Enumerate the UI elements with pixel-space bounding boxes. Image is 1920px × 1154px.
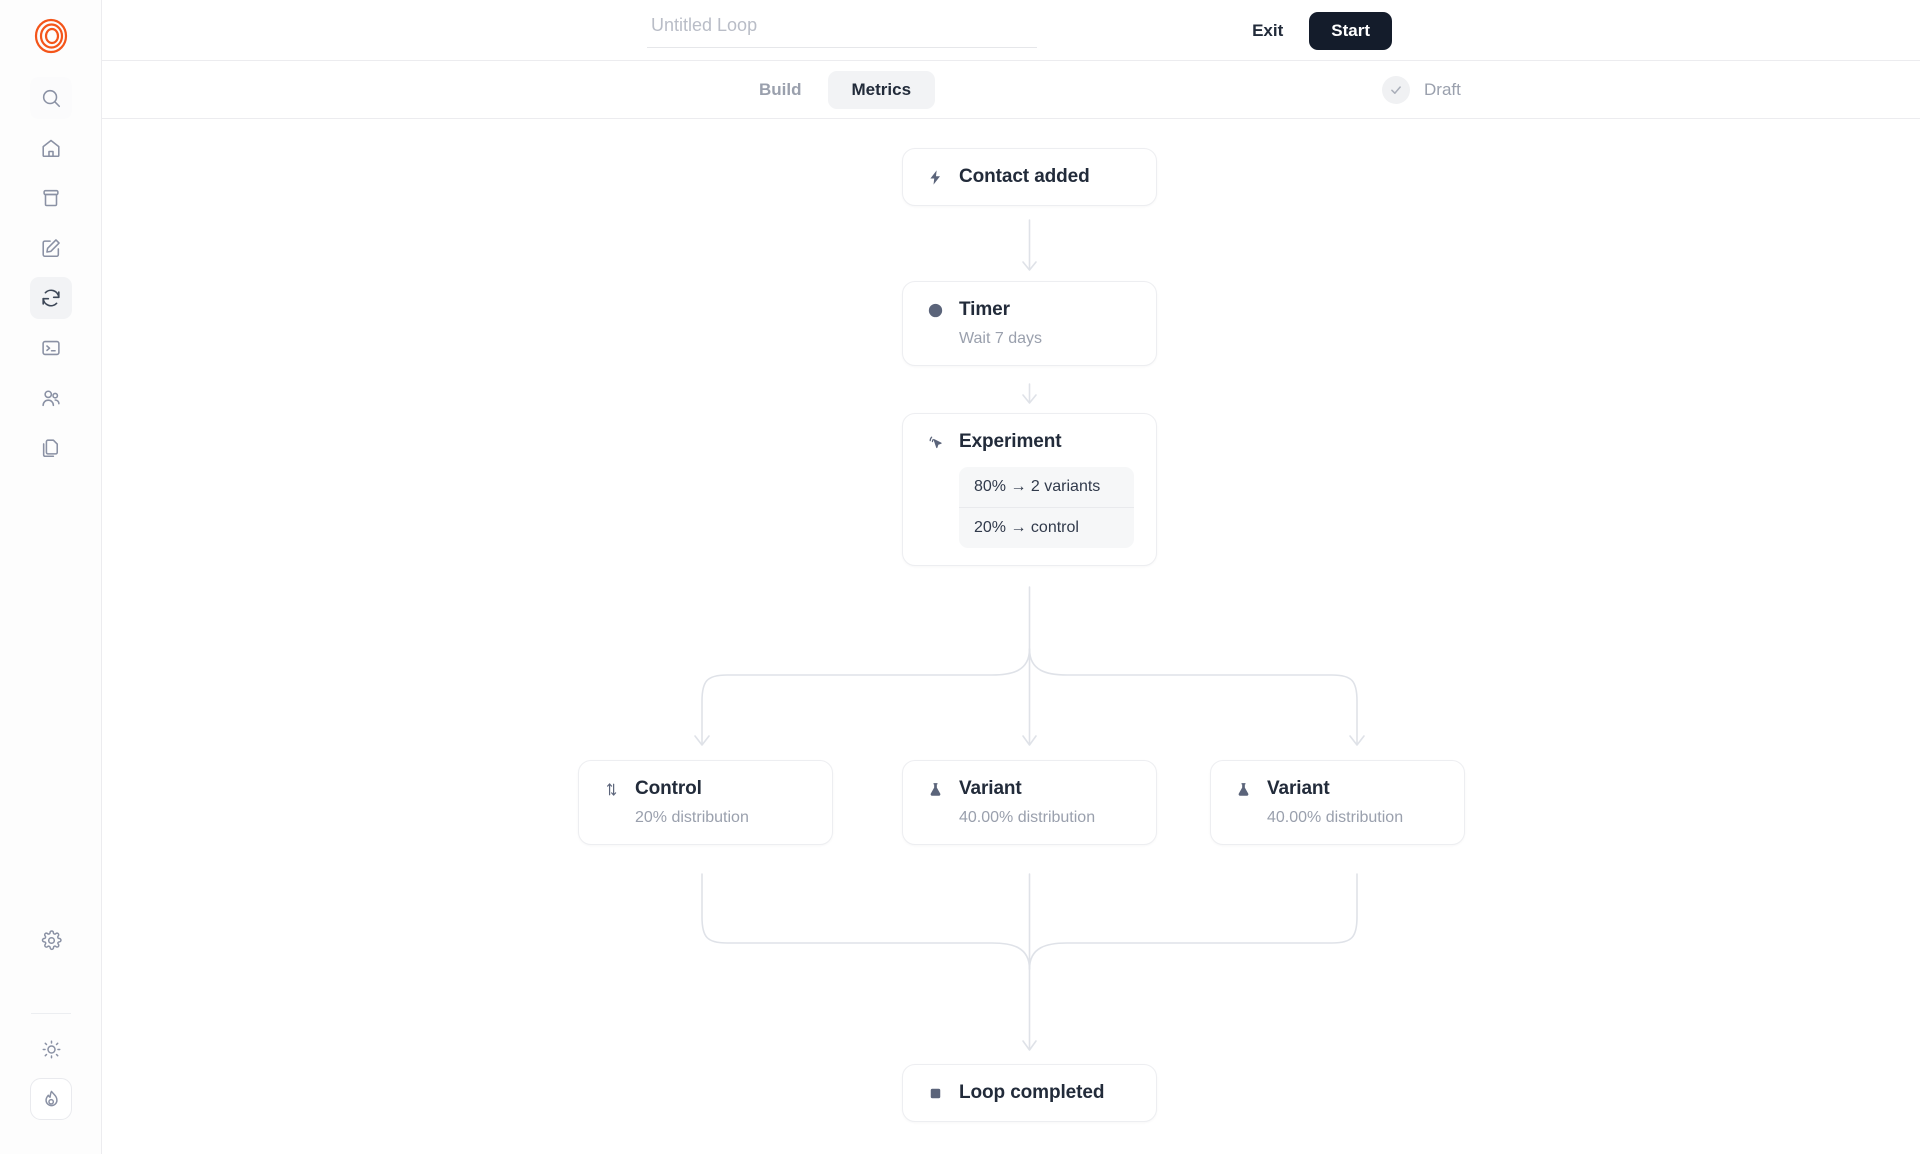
app-logo[interactable] — [28, 13, 74, 59]
flow-node-timer[interactable]: Timer Wait 7 days — [902, 281, 1157, 366]
tab-group: Build Metrics — [735, 70, 936, 109]
copy-files-icon — [42, 439, 58, 458]
tab-bar: Build Metrics Draft — [102, 61, 1920, 119]
flow-node-variant-a[interactable]: Variant 40.00% distribution — [902, 760, 1157, 845]
flow-edges — [694, 219, 1365, 1051]
node-title: Timer — [959, 299, 1010, 320]
terminal-icon — [41, 340, 60, 356]
sidebar-item-activity[interactable] — [30, 1078, 72, 1120]
node-title: Contact added — [959, 166, 1090, 187]
primary-sidebar — [0, 0, 102, 1154]
flow-node-control[interactable]: Control 20% distribution — [578, 760, 833, 845]
refresh-loop-icon — [41, 289, 60, 307]
node-title: Control — [635, 778, 702, 799]
sidebar-item-home[interactable] — [30, 127, 72, 169]
sidebar-item-theme[interactable] — [30, 1028, 72, 1070]
sidebar-nav-top — [29, 77, 72, 477]
loop-title-input[interactable] — [647, 10, 1037, 48]
status-label: Draft — [1424, 79, 1461, 99]
experiment-split-row: 20% → control — [959, 507, 1134, 548]
topbar-actions: Exit Start — [1244, 0, 1392, 61]
flow-node-variant-b[interactable]: Variant 40.00% distribution — [1210, 760, 1465, 845]
edit-square-icon — [41, 239, 60, 258]
arrows-up-down-icon — [601, 779, 621, 799]
node-header: Variant — [1233, 778, 1442, 800]
experiment-split-row: 80% → 2 variants — [974, 478, 1101, 495]
check-icon — [1382, 75, 1410, 104]
sun-icon — [42, 1040, 60, 1058]
archive-icon — [42, 189, 59, 207]
experiment-split-box: 80% → 2 variants 20% → control — [959, 467, 1134, 548]
sidebar-item-compose[interactable] — [30, 227, 72, 269]
flask-icon — [1233, 779, 1253, 799]
node-title: Variant — [959, 778, 1022, 799]
node-header: Experiment — [925, 431, 1134, 453]
node-subtitle: 40.00% distribution — [1267, 809, 1404, 826]
node-title: Experiment — [959, 431, 1062, 452]
node-header: Loop completed — [925, 1082, 1134, 1104]
home-icon — [41, 139, 60, 158]
flame-icon — [44, 1090, 58, 1106]
sidebar-item-terminal[interactable] — [30, 327, 72, 369]
gear-icon — [41, 929, 62, 950]
flow-canvas[interactable]: Contact added Timer Wait 7 days — [102, 119, 1920, 1154]
flow-node-contact-added[interactable]: Contact added — [902, 148, 1157, 206]
tab-metrics[interactable]: Metrics — [827, 70, 936, 109]
stop-square-icon — [925, 1083, 945, 1103]
flask-icon — [925, 779, 945, 799]
flow-node-loop-completed[interactable]: Loop completed — [902, 1064, 1157, 1122]
clock-icon — [925, 300, 945, 320]
node-subtitle: Wait 7 days — [959, 330, 1042, 347]
search-icon — [42, 89, 60, 108]
sidebar-item-search[interactable] — [29, 77, 72, 119]
node-header: Contact added — [925, 166, 1134, 188]
node-title: Variant — [1267, 778, 1330, 799]
flow-node-experiment[interactable]: Experiment 80% → 2 variants 20% → contro… — [902, 413, 1157, 566]
node-subtitle: 40.00% distribution — [959, 809, 1096, 826]
flow-graph: Contact added Timer Wait 7 days — [102, 119, 1920, 1154]
node-header: Timer — [925, 299, 1134, 321]
node-header: Variant — [925, 778, 1134, 800]
sidebar-item-settings[interactable] — [30, 919, 72, 961]
tab-build[interactable]: Build — [735, 71, 826, 109]
lightning-bolt-icon — [925, 167, 945, 187]
sidebar-divider — [31, 1013, 71, 1014]
node-header: Control — [601, 778, 810, 800]
exit-button[interactable]: Exit — [1244, 15, 1291, 47]
status-badge: Draft — [1382, 75, 1461, 104]
top-bar: Exit Start — [102, 0, 1920, 61]
users-icon — [41, 390, 60, 407]
sidebar-item-templates[interactable] — [30, 427, 72, 469]
start-button[interactable]: Start — [1309, 11, 1392, 50]
node-title: Loop completed — [959, 1082, 1105, 1103]
main-area: Exit Start Build Metrics Draft — [102, 0, 1920, 1154]
sidebar-nav-bottom — [0, 919, 102, 1128]
sidebar-item-inbox[interactable] — [30, 177, 72, 219]
node-subtitle: 20% distribution — [635, 809, 749, 826]
cursor-click-icon — [925, 432, 945, 452]
sidebar-item-audience[interactable] — [30, 377, 72, 419]
spiral-logo-icon — [34, 18, 67, 54]
sidebar-item-loops[interactable] — [29, 277, 72, 319]
